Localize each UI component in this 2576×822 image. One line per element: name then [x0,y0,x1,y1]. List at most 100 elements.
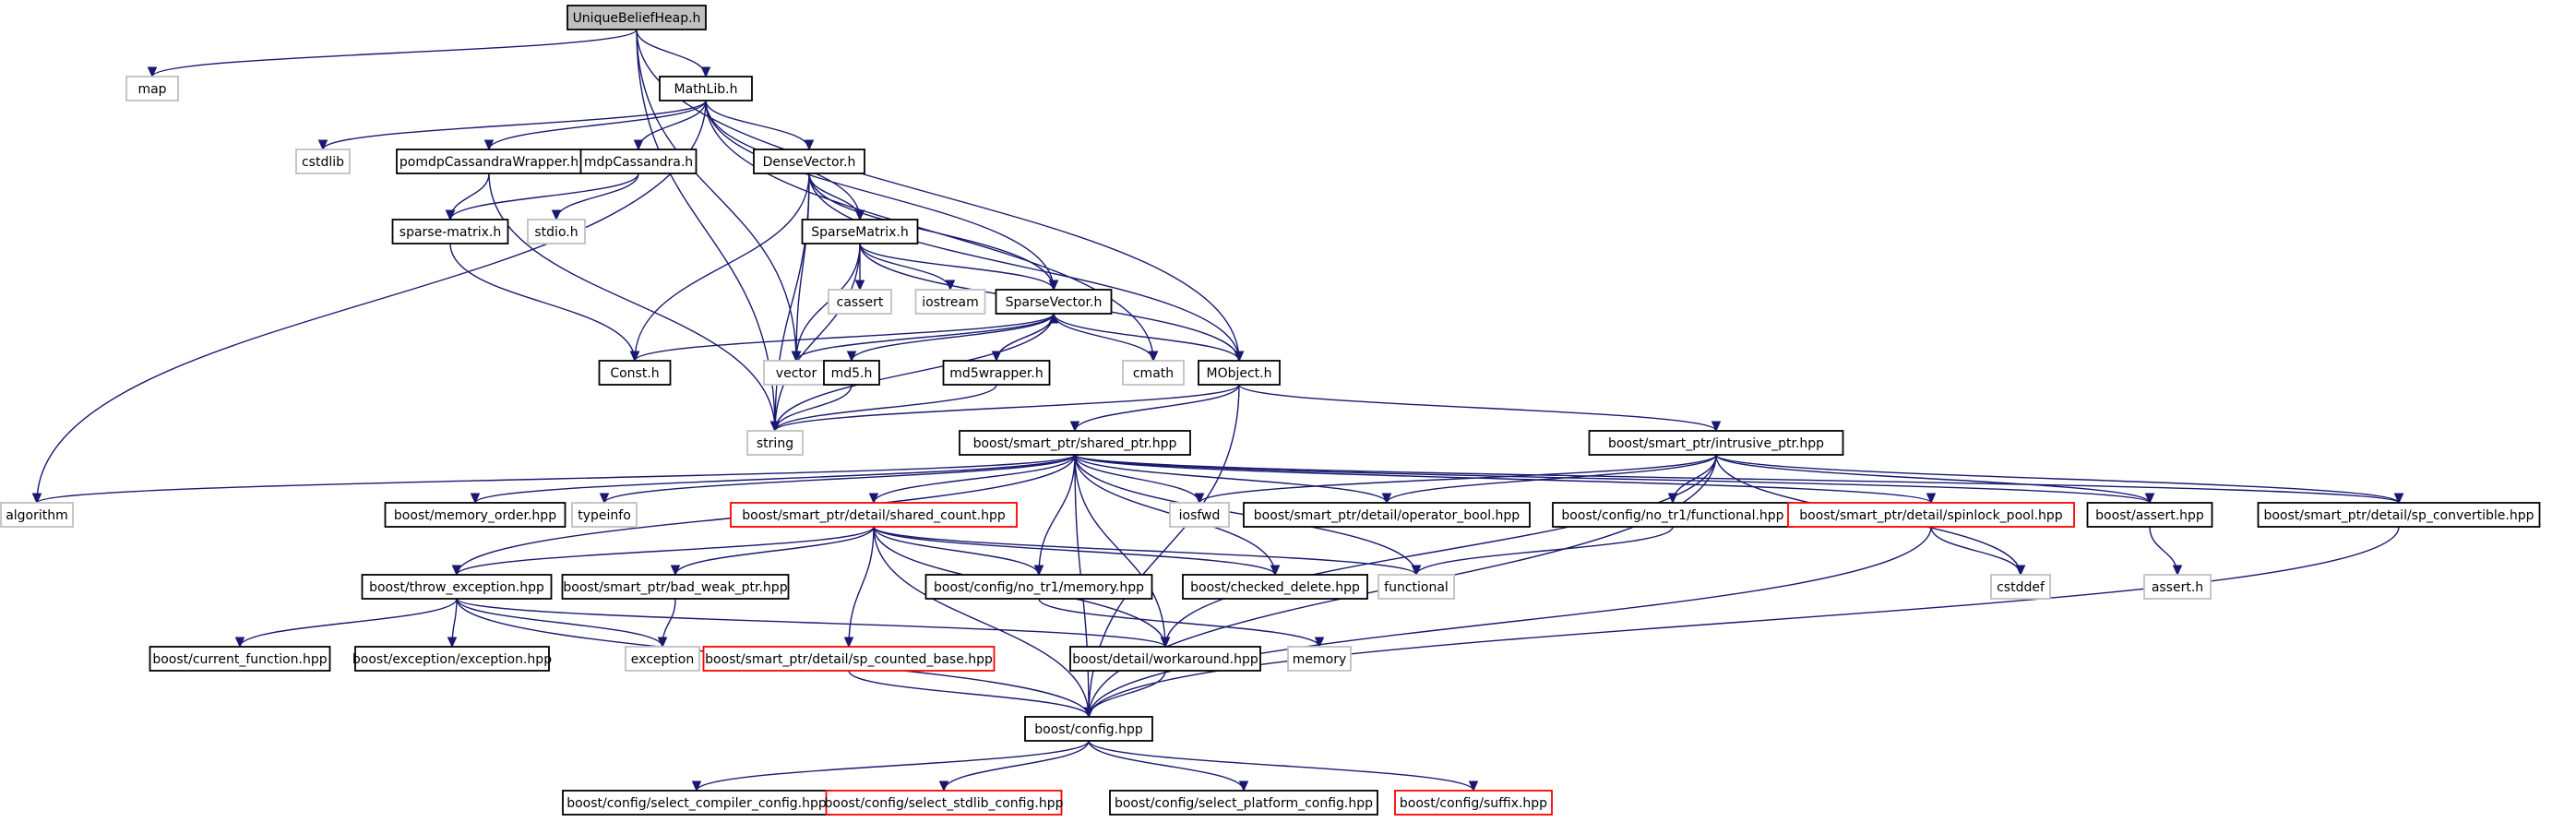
edge-spinlock_pool-to-cstddef [1930,526,2021,576]
node-label-no_tr1_memory: boost/config/no_tr1/memory.hpp [934,580,1144,595]
node-boost_config[interactable]: boost/config.hpp [1024,716,1153,742]
arrowhead-boost_config-to-select_compiler [691,780,702,792]
node-stdio: stdio.h [527,219,586,244]
node-pomdpcassandrawrapper[interactable]: pomdpCassandraWrapper.h [396,149,582,174]
arrowhead-sparsematrix-to-sparsevector [1048,280,1059,292]
node-spinlock_pool[interactable]: boost/smart_ptr/detail/spinlock_pool.hpp [1787,502,2075,528]
node-assert_h: assert.h [2143,574,2212,600]
arrowhead-boost_config-to-select_stdlib [938,780,949,792]
node-no_tr1_memory[interactable]: boost/config/no_tr1/memory.hpp [924,574,1153,600]
node-sparsematrix[interactable]: SparseMatrix.h [801,219,919,244]
node-select_platform[interactable]: boost/config/select_platform_config.hpp [1109,790,1378,816]
node-mobject[interactable]: MObject.h [1198,360,1281,386]
arrowhead-boost_config-to-suffix [1468,780,1479,792]
edge-throw_exception-to-exception [456,598,663,648]
arrowhead-mathlib-to-mdpcassandra [633,139,644,151]
edge-mathlib-to-sparsevector [705,100,1055,291]
node-box-sp_counted_base [702,646,996,672]
edge-uniquebeliefheap-to-vector [636,29,797,362]
edge-shared_count-to-checked_delete [873,526,1276,576]
node-label-uniquebeliefheap: UniqueBeliefHeap.h [573,11,701,26]
node-label-boost_assert: boost/assert.hpp [2095,508,2204,523]
node-box-sp_convertible [2257,502,2541,528]
edge-shared_count-to-bad_weak_ptr [674,526,875,576]
node-exception_hpp[interactable]: boost/exception/exception.hpp [352,646,552,672]
node-throw_exception[interactable]: boost/throw_exception.hpp [361,574,553,600]
node-const[interactable]: Const.h [598,360,672,386]
node-shared_count[interactable]: boost/smart_ptr/detail/shared_count.hpp [730,502,1018,528]
node-label-pomdpcassandrawrapper: pomdpCassandraWrapper.h [400,155,578,170]
node-label-no_tr1_functional: boost/config/no_tr1/functional.hpp [1561,508,1783,523]
edge-densevector-to-sparsematrix [808,173,861,220]
node-box-iostream [914,289,986,315]
node-exception: exception [625,646,700,672]
node-md5wrapper[interactable]: md5wrapper.h [942,360,1051,386]
arrowhead-intrusive_ptr-to-iosfwd [1194,493,1205,505]
arrowhead-mathlib-to-pomdpcassandrawrapper [483,139,495,151]
node-md5[interactable]: md5.h [823,360,880,386]
node-sp_counted_base[interactable]: boost/smart_ptr/detail/sp_counted_base.h… [702,646,996,672]
node-box-uniquebeliefheap [566,5,707,30]
edge-mathlib-to-pomdpcassandrawrapper [488,100,707,150]
node-select_stdlib[interactable]: boost/config/select_stdlib_config.hpp [825,790,1064,816]
node-sparsematrix_h[interactable]: sparse-matrix.h [391,219,509,244]
node-box-cstdlib [295,149,351,174]
node-string: string [746,430,804,456]
node-box-functional [1377,574,1455,600]
node-suffix[interactable]: boost/config/suffix.hpp [1394,790,1553,816]
arrowhead-boost_assert-to-assert_h [2172,565,2183,577]
node-label-cstddef: cstddef [1997,580,2045,595]
node-sparsevector[interactable]: SparseVector.h [995,289,1113,315]
node-box-iosfwd [1169,502,1230,528]
node-box-current_function [149,646,331,672]
arrowhead-intrusive_ptr-to-operator_bool [1381,493,1392,505]
node-workaround[interactable]: boost/detail/workaround.hpp [1069,646,1261,672]
edge-sparsevector-to-vector [795,313,1055,362]
node-box-operator_bool [1243,502,1531,528]
node-memory_order[interactable]: boost/memory_order.hpp [384,502,566,528]
node-no_tr1_functional[interactable]: boost/config/no_tr1/functional.hpp [1552,502,1794,528]
node-box-md5 [823,360,880,386]
node-shared_ptr[interactable]: boost/smart_ptr/shared_ptr.hpp [959,430,1191,456]
node-box-assert_h [2143,574,2212,600]
arrowhead-no_tr1_functional-to-functional [1411,565,1422,577]
node-current_function[interactable]: boost/current_function.hpp [149,646,331,672]
node-sp_convertible[interactable]: boost/smart_ptr/detail/sp_convertible.hp… [2257,502,2541,528]
edge-boost_config-to-select_platform [1088,740,1245,792]
node-operator_bool[interactable]: boost/smart_ptr/detail/operator_bool.hpp [1243,502,1531,528]
node-select_compiler[interactable]: boost/config/select_compiler_config.hpp [562,790,831,816]
edge-intrusive_ptr-to-iosfwd [1199,454,1717,504]
node-label-memory_order: boost/memory_order.hpp [394,508,556,523]
node-uniquebeliefheap[interactable]: UniqueBeliefHeap.h [566,5,707,30]
edge-mobject-to-string [774,384,1240,432]
arrowhead-mdpcassandra-to-stdio [551,209,562,221]
edge-sparsevector-to-const [634,313,1055,362]
node-densevector[interactable]: DenseVector.h [753,149,865,174]
node-box-boost_assert [2086,502,2213,528]
node-box-boost_config [1024,716,1153,742]
node-label-mobject: MObject.h [1207,366,1272,381]
edge-no_tr1_functional-to-functional [1415,526,1674,576]
node-box-stdio [527,219,586,244]
edge-shared_count-to-no_tr1_memory [873,526,1040,576]
edge-mathlib-to-cstdlib [322,100,707,150]
edge-sp_convertible-to-boost_config [1088,526,2400,718]
edge-boost_config-to-select_stdlib [943,740,1090,792]
node-intrusive_ptr[interactable]: boost/smart_ptr/intrusive_ptr.hpp [1588,430,1844,456]
edge-sp_counted_base-to-boost_config [848,670,1090,718]
node-mdpcassandra[interactable]: mdpCassandra.h [579,149,698,174]
node-bad_weak_ptr[interactable]: boost/smart_ptr/bad_weak_ptr.hpp [561,574,790,600]
arrowhead-mathlib-to-cstdlib [317,139,328,151]
node-boost_assert[interactable]: boost/assert.hpp [2086,502,2213,528]
node-mathlib[interactable]: MathLib.h [659,76,753,101]
edge-shared_ptr-to-iosfwd [1074,454,1200,504]
arrowhead-throw_exception-to-exception_hpp [447,637,458,649]
node-box-checked_delete [1182,574,1368,600]
node-box-map [125,76,179,101]
node-functional: functional [1377,574,1455,600]
arrowhead-intrusive_ptr-to-sp_convertible [2393,493,2404,505]
edge-sparsevector-to-md5 [851,313,1055,362]
node-checked_delete[interactable]: boost/checked_delete.hpp [1182,574,1368,600]
node-label-densevector: DenseVector.h [763,155,856,170]
node-label-sp_counted_base: boost/smart_ptr/detail/sp_counted_base.h… [705,652,993,667]
